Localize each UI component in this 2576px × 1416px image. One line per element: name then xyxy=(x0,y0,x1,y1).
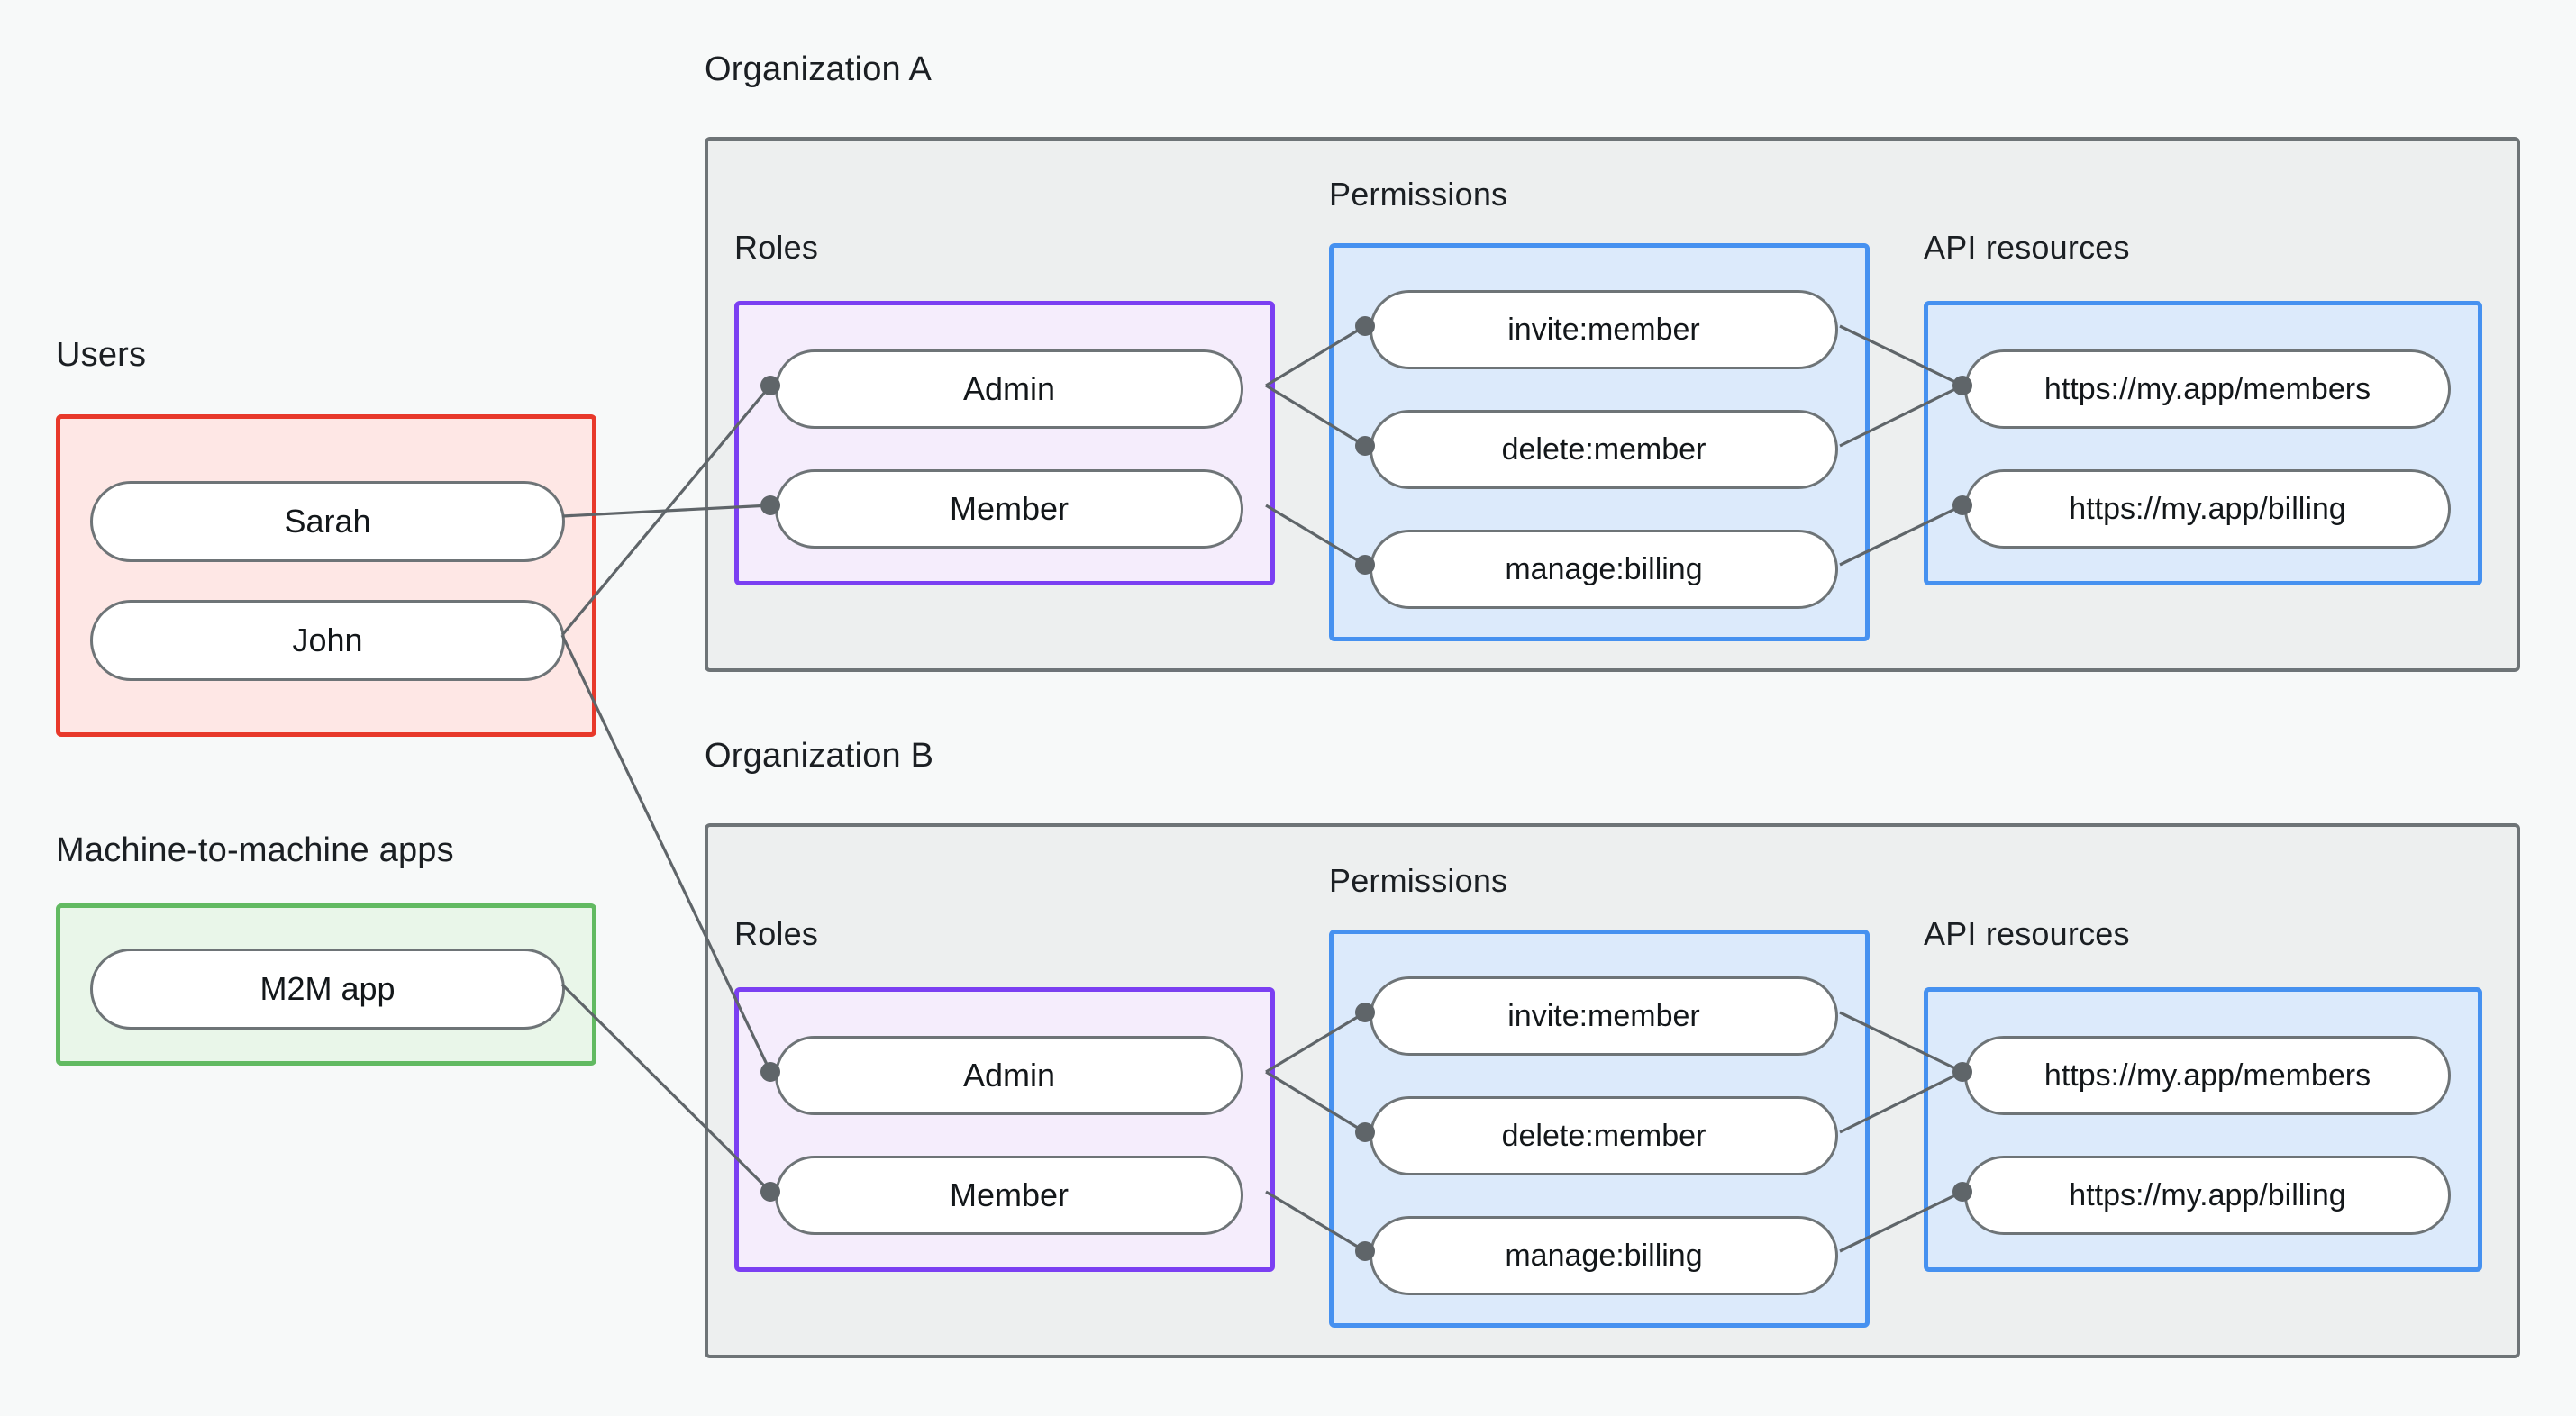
orgB-permissions-cluster: invite:member delete:member manage:billi… xyxy=(1329,930,1870,1328)
user-node-sarah[interactable]: Sarah xyxy=(90,481,565,562)
organization-b-label: Organization B xyxy=(705,737,934,775)
orgA-permission-manage-billing[interactable]: manage:billing xyxy=(1370,530,1838,609)
orgB-permission-delete-member[interactable]: delete:member xyxy=(1370,1096,1838,1175)
orgA-api-resources-cluster: https://my.app/members https://my.app/bi… xyxy=(1924,301,2482,585)
orgB-api-resources-label: API resources xyxy=(1924,915,2130,952)
orgB-role-member[interactable]: Member xyxy=(775,1156,1243,1235)
orgB-permissions-label: Permissions xyxy=(1329,862,1508,899)
orgA-role-admin[interactable]: Admin xyxy=(775,349,1243,429)
orgA-roles-label: Roles xyxy=(734,229,819,266)
orgB-roles-cluster: Admin Member xyxy=(734,987,1275,1272)
orgB-api-resource-members[interactable]: https://my.app/members xyxy=(1964,1036,2451,1115)
orgB-api-resources-cluster: https://my.app/members https://my.app/bi… xyxy=(1924,987,2482,1272)
organization-a-label: Organization A xyxy=(705,50,933,88)
orgA-permission-delete-member[interactable]: delete:member xyxy=(1370,410,1838,489)
orgA-roles-cluster: Admin Member xyxy=(734,301,1275,585)
orgB-roles-label: Roles xyxy=(734,915,819,952)
users-group-label: Users xyxy=(56,336,147,374)
user-node-john[interactable]: John xyxy=(90,600,565,681)
orgA-api-resource-members[interactable]: https://my.app/members xyxy=(1964,349,2451,429)
m2m-cluster: M2M app xyxy=(56,903,596,1066)
orgA-permissions-label: Permissions xyxy=(1329,176,1508,213)
m2m-node-app[interactable]: M2M app xyxy=(90,949,565,1030)
orgA-api-resource-billing[interactable]: https://my.app/billing xyxy=(1964,469,2451,549)
orgB-permission-manage-billing[interactable]: manage:billing xyxy=(1370,1216,1838,1295)
orgB-permission-invite-member[interactable]: invite:member xyxy=(1370,976,1838,1056)
orgA-role-member[interactable]: Member xyxy=(775,469,1243,549)
orgA-api-resources-label: API resources xyxy=(1924,229,2130,266)
m2m-group-label: Machine-to-machine apps xyxy=(56,831,454,869)
orgA-permissions-cluster: invite:member delete:member manage:billi… xyxy=(1329,243,1870,641)
orgB-api-resource-billing[interactable]: https://my.app/billing xyxy=(1964,1156,2451,1235)
users-cluster: Sarah John xyxy=(56,414,596,737)
orgB-role-admin[interactable]: Admin xyxy=(775,1036,1243,1115)
orgA-permission-invite-member[interactable]: invite:member xyxy=(1370,290,1838,369)
